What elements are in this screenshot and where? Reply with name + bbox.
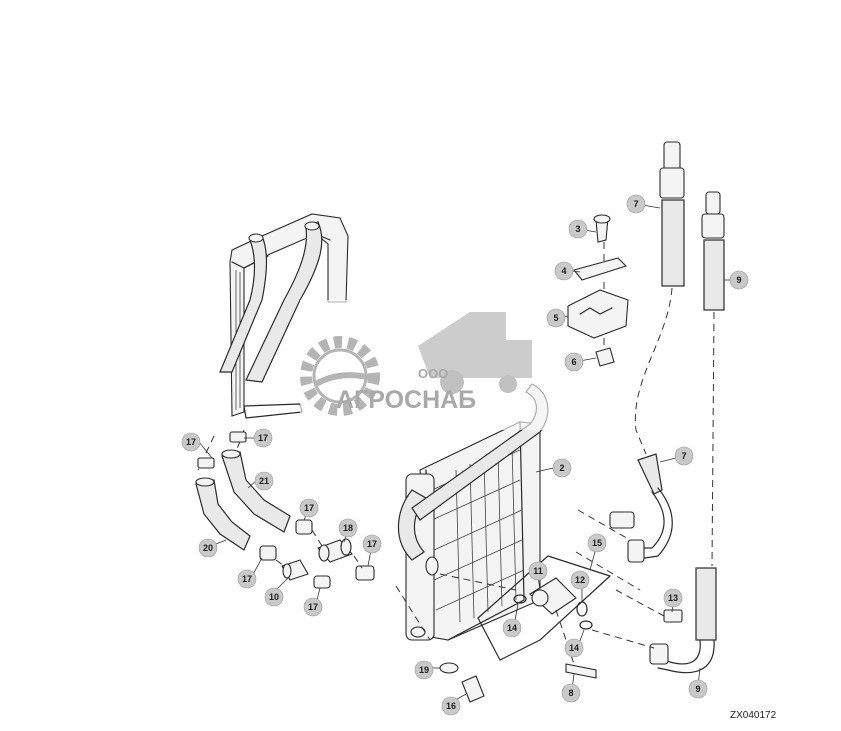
refrigerant-lines	[575, 141, 725, 674]
svg-text:15: 15	[592, 538, 602, 548]
svg-text:14: 14	[569, 643, 579, 653]
svg-text:14: 14	[507, 623, 517, 633]
brand-watermark: ООО АГРОСНАБ	[300, 300, 550, 430]
hose-assembly-left	[195, 429, 375, 589]
callout-14: 14	[564, 638, 584, 658]
svg-text:17: 17	[186, 437, 196, 447]
svg-text:17: 17	[304, 503, 314, 513]
callout-7: 7	[626, 194, 646, 214]
callout-5: 5	[546, 308, 566, 328]
svg-text:12: 12	[575, 575, 585, 585]
callout-20: 20	[198, 538, 218, 558]
svg-text:16: 16	[446, 701, 456, 711]
svg-text:19: 19	[419, 665, 429, 675]
callout-3: 3	[568, 219, 588, 239]
callout-11: 11	[528, 561, 548, 581]
callout-7: 7	[674, 446, 694, 466]
svg-text:2: 2	[559, 463, 564, 473]
callout-12: 12	[570, 570, 590, 590]
svg-text:17: 17	[308, 602, 318, 612]
svg-text:9: 9	[695, 684, 700, 694]
callout-17: 17	[181, 432, 201, 452]
bracket-parts	[567, 214, 629, 367]
svg-text:17: 17	[242, 574, 252, 584]
svg-text:20: 20	[203, 543, 213, 553]
svg-text:3: 3	[575, 224, 580, 234]
svg-text:7: 7	[633, 199, 638, 209]
svg-text:4: 4	[561, 266, 566, 276]
svg-text:7: 7	[681, 451, 686, 461]
callout-14: 14	[502, 618, 522, 638]
callout-16: 16	[441, 696, 461, 716]
callout-17: 17	[303, 597, 323, 617]
callout-9: 9	[729, 270, 749, 290]
callout-17: 17	[237, 569, 257, 589]
callout-8: 8	[561, 683, 581, 703]
callout-9: 9	[688, 679, 708, 699]
callout-19: 19	[414, 660, 434, 680]
callout-2: 2	[552, 458, 572, 478]
callout-4: 4	[554, 261, 574, 281]
watermark-prefix: ООО	[418, 366, 448, 381]
callout-21: 21	[254, 471, 274, 491]
svg-text:5: 5	[553, 313, 558, 323]
svg-text:9: 9	[736, 275, 741, 285]
svg-text:6: 6	[571, 357, 576, 367]
heater-core	[219, 213, 349, 419]
svg-text:17: 17	[258, 433, 268, 443]
heater-core-assembly	[395, 383, 549, 641]
callout-17: 17	[362, 534, 382, 554]
svg-text:11: 11	[533, 566, 543, 576]
svg-text:13: 13	[668, 593, 678, 603]
callout-17: 17	[299, 498, 319, 518]
callout-18: 18	[338, 518, 358, 538]
callout-17: 17	[253, 428, 273, 448]
callout-15: 15	[587, 533, 607, 553]
svg-text:21: 21	[259, 476, 269, 486]
callout-13: 13	[663, 588, 683, 608]
harvester-silhouette-icon	[418, 312, 532, 394]
figure-reference-code: ZX040172	[730, 710, 777, 721]
svg-text:10: 10	[269, 592, 279, 602]
svg-text:8: 8	[568, 688, 573, 698]
svg-text:18: 18	[343, 523, 353, 533]
gear-logo-icon	[300, 336, 380, 416]
callout-10: 10	[264, 587, 284, 607]
callout-6: 6	[564, 352, 584, 372]
watermark-brand: АГРОСНАБ	[336, 386, 476, 414]
svg-text:17: 17	[367, 539, 377, 549]
